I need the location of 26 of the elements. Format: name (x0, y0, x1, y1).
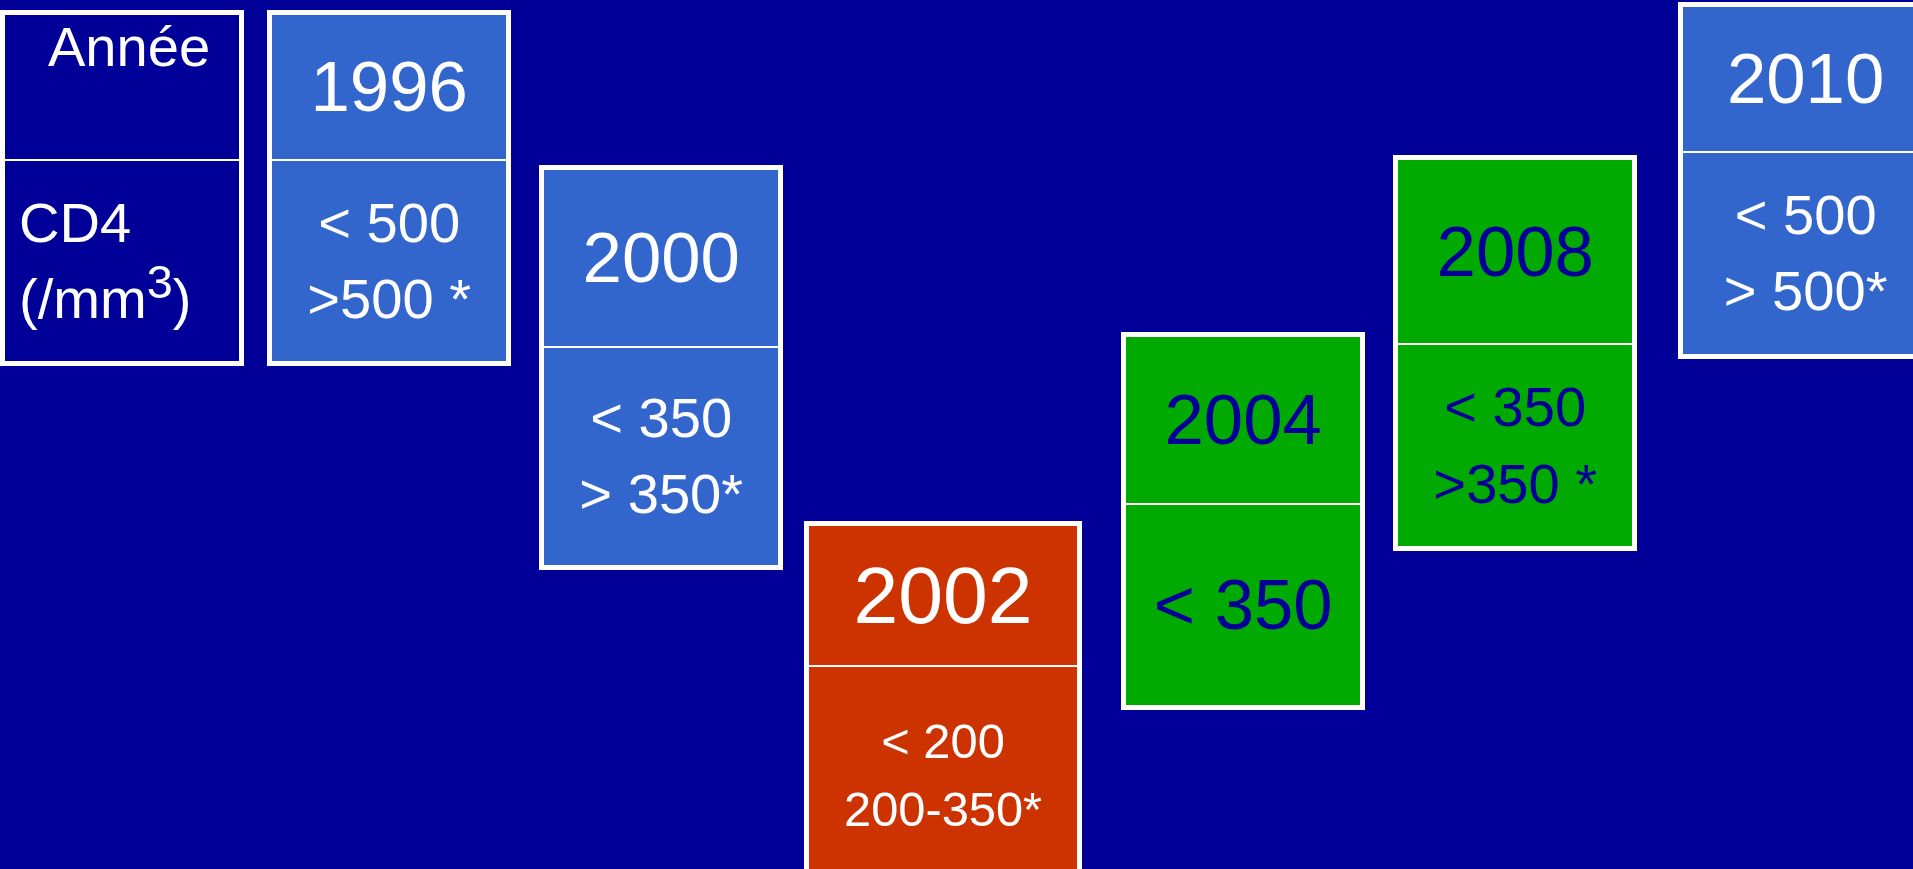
year-label: 2008 (1436, 210, 1594, 293)
year-column (539, 164, 784, 570)
year-label: 2000 (582, 217, 740, 299)
year-column (1393, 154, 1638, 552)
year-column (267, 9, 512, 366)
cd4-threshold: < 500 (318, 190, 461, 256)
cd4-threshold: > 350* (579, 462, 744, 527)
cd4-threshold: < 350 (1444, 375, 1587, 440)
year-column (1677, 2, 1913, 359)
cd4-threshold: >500 * (307, 267, 472, 332)
cd4-threshold: < 350 (590, 385, 733, 451)
cd4-threshold: < 200 (881, 712, 1005, 769)
cd4-threshold: 200-350* (844, 780, 1043, 837)
year-label: 2004 (1164, 379, 1322, 461)
header-label: Année (47, 14, 211, 80)
cd4-threshold: >350 * (1433, 451, 1598, 517)
header-column (0, 9, 244, 366)
year-label: 2010 (1726, 38, 1885, 120)
year-label: 1996 (310, 46, 468, 128)
year-label: 2002 (853, 549, 1033, 642)
cd4-threshold: > 500* (1723, 259, 1888, 324)
year-column (804, 520, 1083, 869)
cd4-threshold: < 350 (1153, 564, 1333, 646)
cd4-threshold: < 500 (1734, 182, 1877, 248)
header-label: CD4 (/mm$^{3}$) (19, 191, 193, 331)
year-column (1121, 331, 1366, 711)
